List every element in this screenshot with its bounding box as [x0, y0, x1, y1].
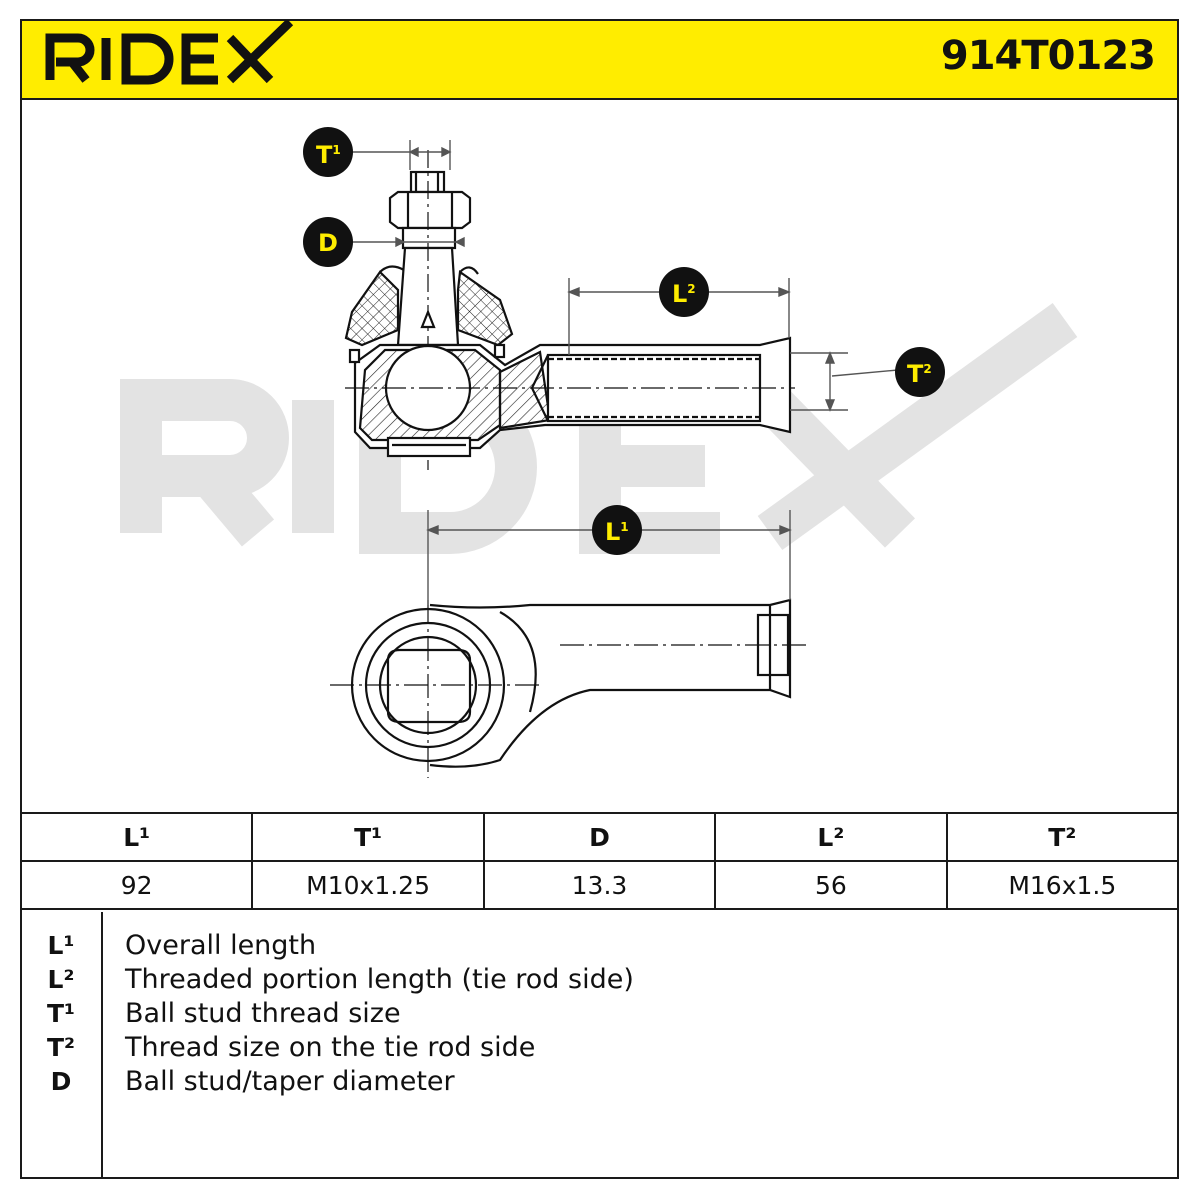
- callout-l1-sup: 1: [620, 520, 628, 534]
- callout-t2-letter: T: [907, 360, 924, 388]
- legend-symbol: D: [50, 1067, 72, 1096]
- specs-value-row: 92 M10x1.25 13.3 56 M16x1.5: [19, 860, 1180, 910]
- legend-text: Ball stud thread size: [125, 998, 401, 1029]
- svg-text:L2: L2: [672, 280, 696, 308]
- callout-l2: L2: [659, 267, 709, 317]
- section-view: [344, 150, 795, 470]
- specs-header-row: L¹ T¹ D L² T²: [19, 812, 1180, 862]
- callout-t1-letter: T: [316, 141, 333, 169]
- legend-text: Overall length: [125, 930, 317, 961]
- callout-d-letter: D: [318, 229, 338, 257]
- legend-item: T² Thread size on the tie rod side: [20, 1031, 1179, 1065]
- callout-l2-letter: L: [672, 280, 687, 308]
- legend-text: Threaded portion length (tie rod side): [125, 964, 634, 995]
- svg-text:T1: T1: [316, 141, 341, 169]
- value-l1: 92: [19, 860, 254, 910]
- legend-symbol: L¹: [47, 931, 75, 960]
- specs-table: L¹ T¹ D L² T² 92 M10x1.25 13.3 56 M16x1.…: [19, 812, 1180, 910]
- header-t1: T¹: [251, 812, 485, 862]
- legend-item: T¹ Ball stud thread size: [20, 997, 1179, 1031]
- legend-symbol: T¹: [46, 999, 75, 1028]
- legend-item: L¹ Overall length: [20, 929, 1179, 963]
- value-t1: M10x1.25: [251, 860, 485, 910]
- plan-view: [330, 598, 808, 778]
- value-t2: M16x1.5: [945, 860, 1180, 910]
- legend-item: D Ball stud/taper diameter: [20, 1065, 1179, 1099]
- part-number: 914T0123: [940, 33, 1156, 79]
- callout-l1: L1: [592, 505, 642, 555]
- svg-text:T2: T2: [907, 360, 932, 388]
- header-d: D: [482, 812, 717, 862]
- header-l2: L²: [714, 812, 948, 862]
- legend-symbol: L²: [47, 965, 75, 994]
- legend-divider: [101, 912, 103, 1179]
- header-t2: T²: [945, 812, 1180, 862]
- callout-t1: T1: [303, 127, 353, 177]
- legend-item: L² Threaded portion length (tie rod side…: [20, 963, 1179, 997]
- ridex-logo: [45, 20, 294, 85]
- callout-t2: T2: [895, 347, 945, 397]
- callout-t2-sup: 2: [923, 362, 931, 376]
- callout-l2-sup: 2: [687, 282, 695, 296]
- header-l1: L¹: [19, 812, 254, 862]
- value-d: 13.3: [482, 860, 717, 910]
- legend-symbol: T²: [46, 1033, 75, 1062]
- value-l2: 56: [714, 860, 948, 910]
- tie-rod-end-drawing: T1 D L2 T2 L1: [120, 127, 1078, 778]
- callout-d: D: [303, 217, 353, 267]
- callout-t1-sup: 1: [332, 143, 340, 157]
- legend-text: Thread size on the tie rod side: [125, 1032, 536, 1063]
- callout-l1-letter: L: [605, 518, 620, 546]
- svg-text:L1: L1: [605, 518, 629, 546]
- legend-text: Ball stud/taper diameter: [125, 1066, 455, 1097]
